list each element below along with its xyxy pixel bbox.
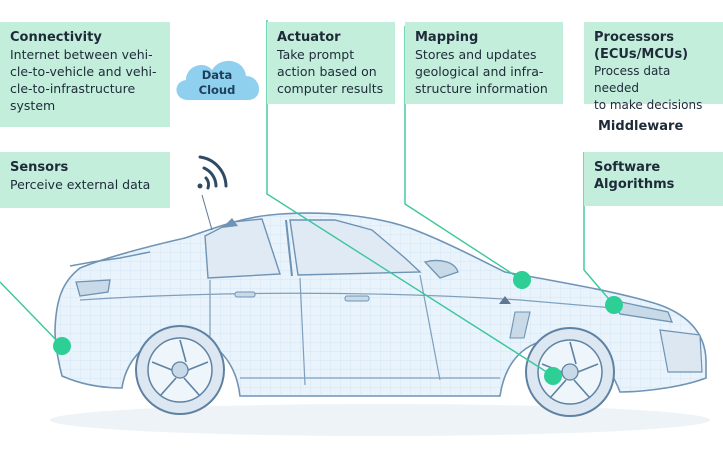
front-door-handle: [344, 295, 370, 302]
fender-vent: [509, 311, 531, 339]
connectivity-text: Internet between vehi- cle-to-vehicle an…: [10, 47, 157, 113]
software-box: Software Algorithms: [584, 152, 723, 206]
antenna-line: [201, 194, 213, 231]
software-title: Software Algorithms: [594, 160, 675, 192]
rear-door-handle: [234, 291, 256, 298]
cloud-label-line2: Cloud: [199, 83, 236, 97]
sensors-box: Sensors Perceive external data: [0, 152, 170, 208]
sensors-leader: [0, 281, 63, 347]
body-crease: [79, 292, 661, 313]
mapping-point: [513, 271, 531, 289]
actuator-text: Take prompt action based on computer res…: [277, 47, 384, 96]
sensor-point: [53, 337, 71, 355]
connectivity-box: Connectivity Internet between vehi- cle-…: [0, 22, 170, 127]
cloud-label-line1: Data: [202, 68, 233, 82]
ground-shadow: [50, 404, 710, 436]
rear-spoiler: [69, 251, 151, 267]
mapping-box: Mapping Stores and updates geological an…: [405, 22, 563, 104]
middleware-label: Middleware: [598, 119, 684, 134]
front-window: [289, 219, 422, 276]
actuator-title: Actuator: [277, 30, 341, 45]
connectivity-title: Connectivity: [10, 30, 102, 45]
roof-antenna: [222, 218, 238, 228]
front-grille: [659, 329, 703, 373]
processors-text: Process data needed to make decisions: [594, 64, 703, 112]
processors-box: Processors (ECUs/MCUs) Process data need…: [584, 22, 723, 112]
processors-title: Processors (ECUs/MCUs): [594, 30, 689, 62]
sensors-text: Perceive external data: [10, 177, 151, 192]
fender-badge: [499, 296, 511, 304]
wifi-signal-icon: [197, 155, 228, 190]
sensors-title: Sensors: [10, 160, 69, 175]
taillight: [75, 279, 111, 297]
cloud-icon: [176, 60, 260, 100]
window-pillar: [285, 219, 293, 277]
software-point: [605, 296, 623, 314]
front-wheel: [525, 327, 615, 417]
rear-wheel: [135, 325, 225, 415]
side-mirror: [423, 259, 459, 279]
data-cloud: Data Cloud: [176, 60, 260, 100]
mapping-title: Mapping: [415, 30, 479, 45]
actuator-point: [544, 367, 562, 385]
mapping-text: Stores and updates geological and infra-…: [415, 47, 548, 96]
actuator-box: Actuator Take prompt action based on com…: [267, 22, 395, 104]
